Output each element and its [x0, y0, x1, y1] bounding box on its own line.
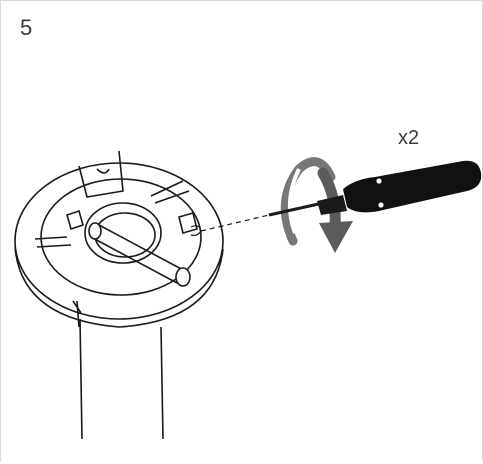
quantity-label: x2: [398, 127, 420, 149]
step-number: 5: [20, 15, 33, 40]
lamp-base-illustration: [14, 150, 224, 328]
pole: [79, 318, 164, 440]
screw-guide: [190, 214, 270, 237]
screwdriver-icon: [268, 160, 482, 217]
